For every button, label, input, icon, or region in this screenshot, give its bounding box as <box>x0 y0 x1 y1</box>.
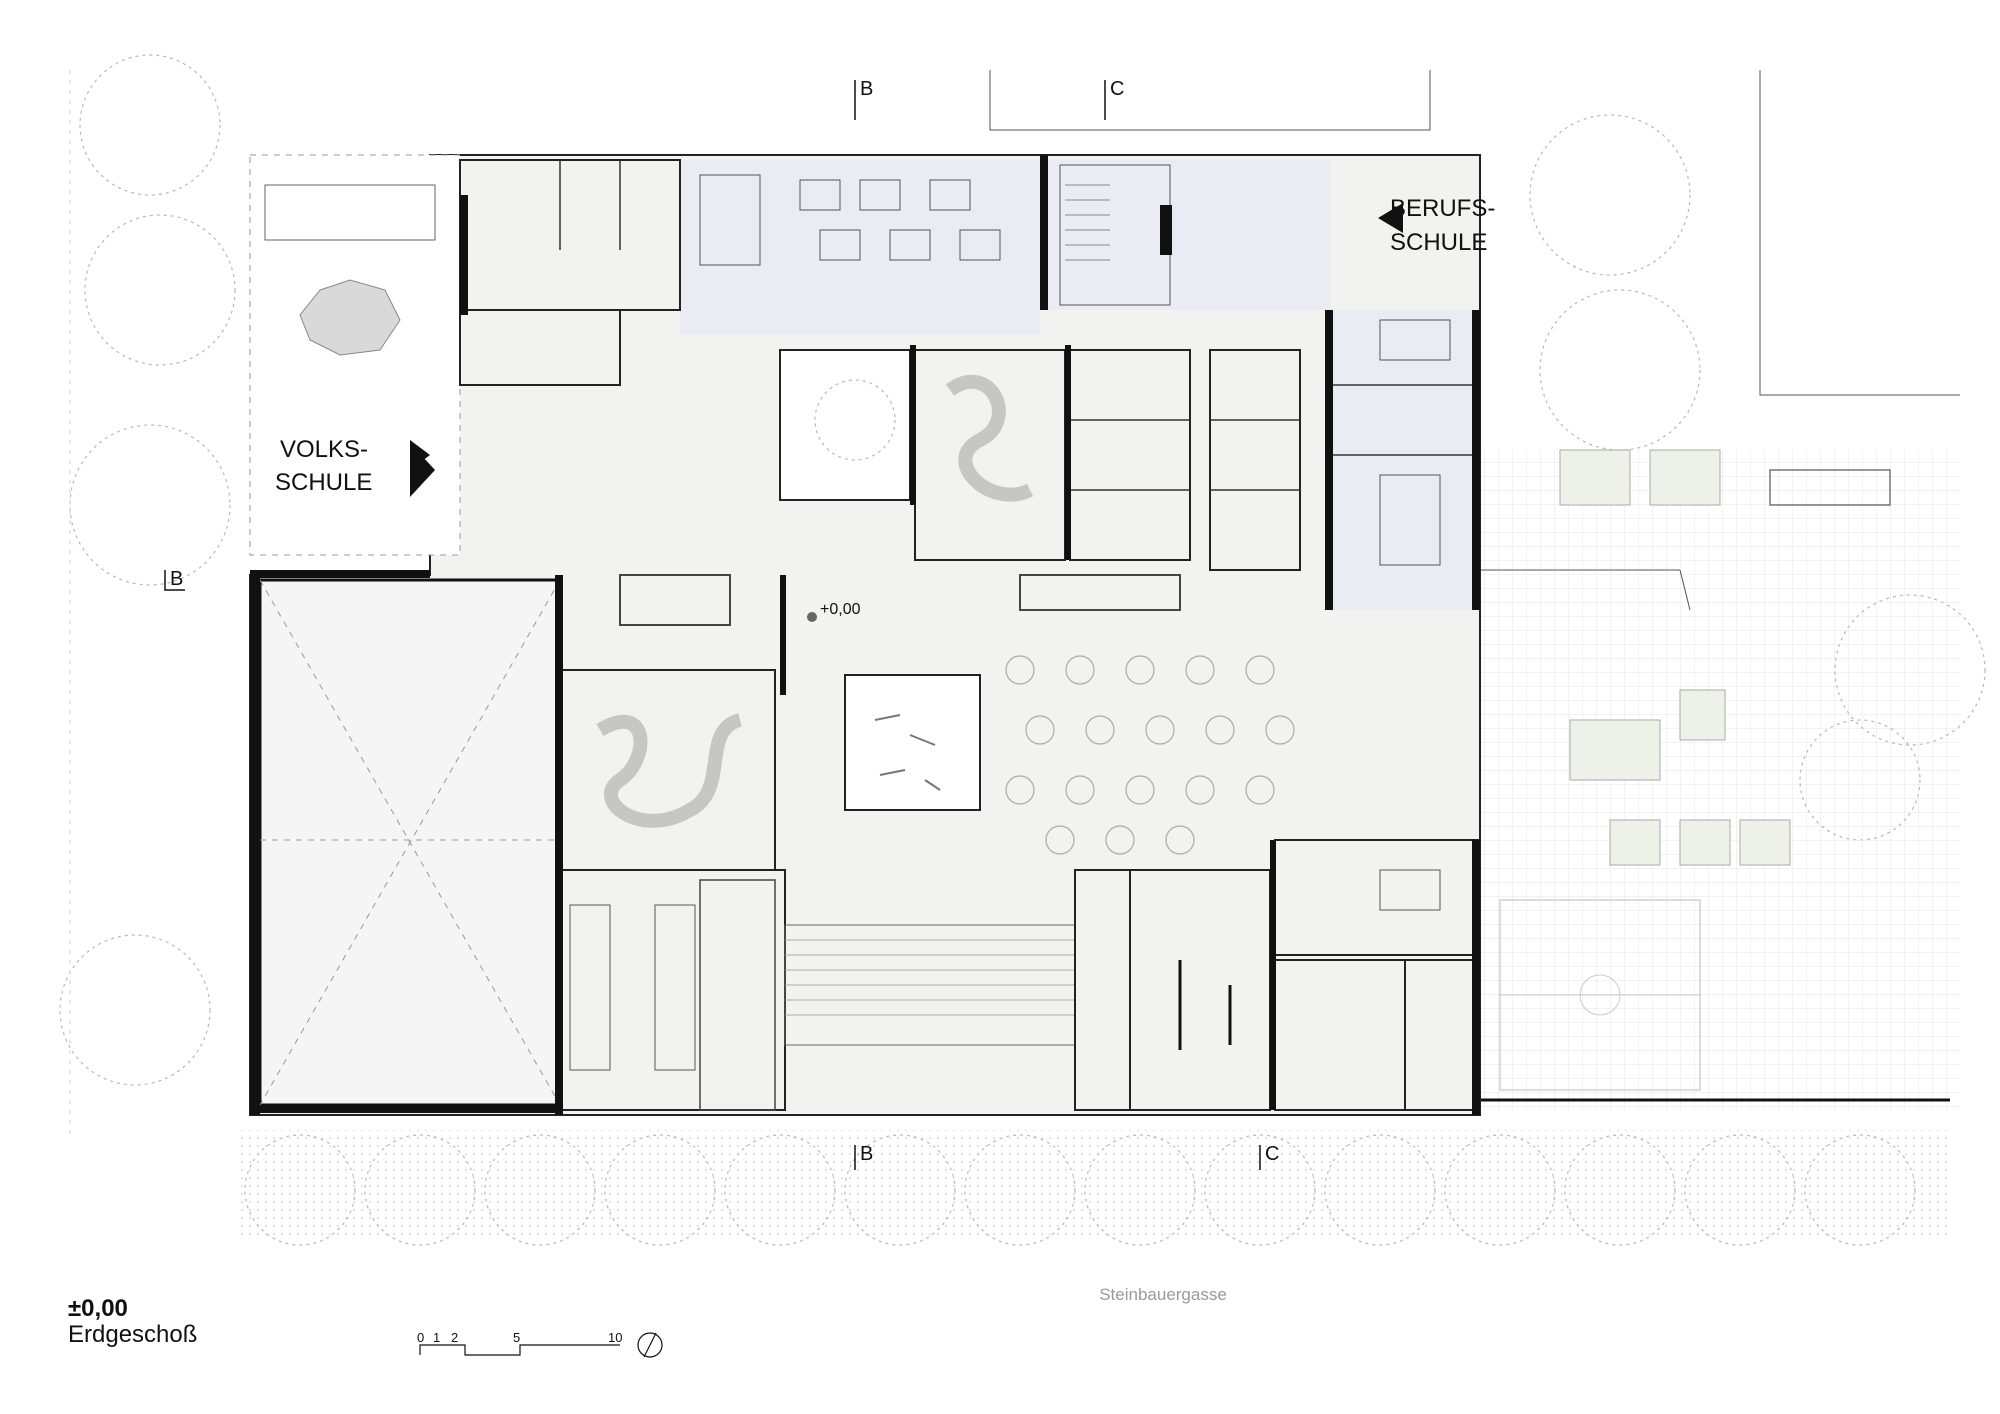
section-label-c-bottom: C <box>1265 1143 1279 1165</box>
classroom-desks <box>699 174 1001 266</box>
scale-tick-5: 5 <box>513 1330 520 1345</box>
scale-tick-2: 2 <box>451 1330 458 1345</box>
floor-title: Erdgeschoß <box>68 1321 198 1348</box>
entrance-label-berufsschule-1: BERUFS- <box>1390 195 1495 222</box>
building <box>249 154 1481 1116</box>
section-marker-icon <box>164 80 1261 1170</box>
north-arrow-icon <box>637 1332 663 1358</box>
dining-tables <box>1005 655 1295 855</box>
section-label-b-top: B <box>860 78 873 100</box>
level-mark: +0,00 <box>820 601 861 618</box>
street-name: Steinbauergasse <box>1099 1285 1227 1304</box>
street-trees <box>240 1130 1950 1246</box>
level-title: ±0,00 <box>68 1295 128 1322</box>
entrance-arrow-icon <box>1378 203 1403 233</box>
scale-bar: 0 1 2 5 10 <box>417 1330 622 1356</box>
neighbour-outlines <box>69 70 1960 1140</box>
level-marker-icon <box>807 612 817 622</box>
plan-title: ±0,00 Erdgeschoß <box>68 1296 197 1348</box>
scale-tick-0: 0 <box>417 1330 424 1345</box>
section-label-c-top: C <box>1110 78 1124 100</box>
section-label-b-bottom: B <box>860 1143 873 1165</box>
scale-tick-10: 10 <box>608 1330 622 1345</box>
entrance-label-berufsschule-2: SCHULE <box>1390 229 1487 256</box>
entrance-label-volksschule-1: VOLKS- <box>280 436 368 463</box>
scale-tick-1: 1 <box>433 1330 440 1345</box>
section-label-b-left: B <box>170 568 183 590</box>
volksschule-arrow <box>410 443 435 497</box>
entrance-label-volksschule-2: SCHULE <box>275 469 372 496</box>
